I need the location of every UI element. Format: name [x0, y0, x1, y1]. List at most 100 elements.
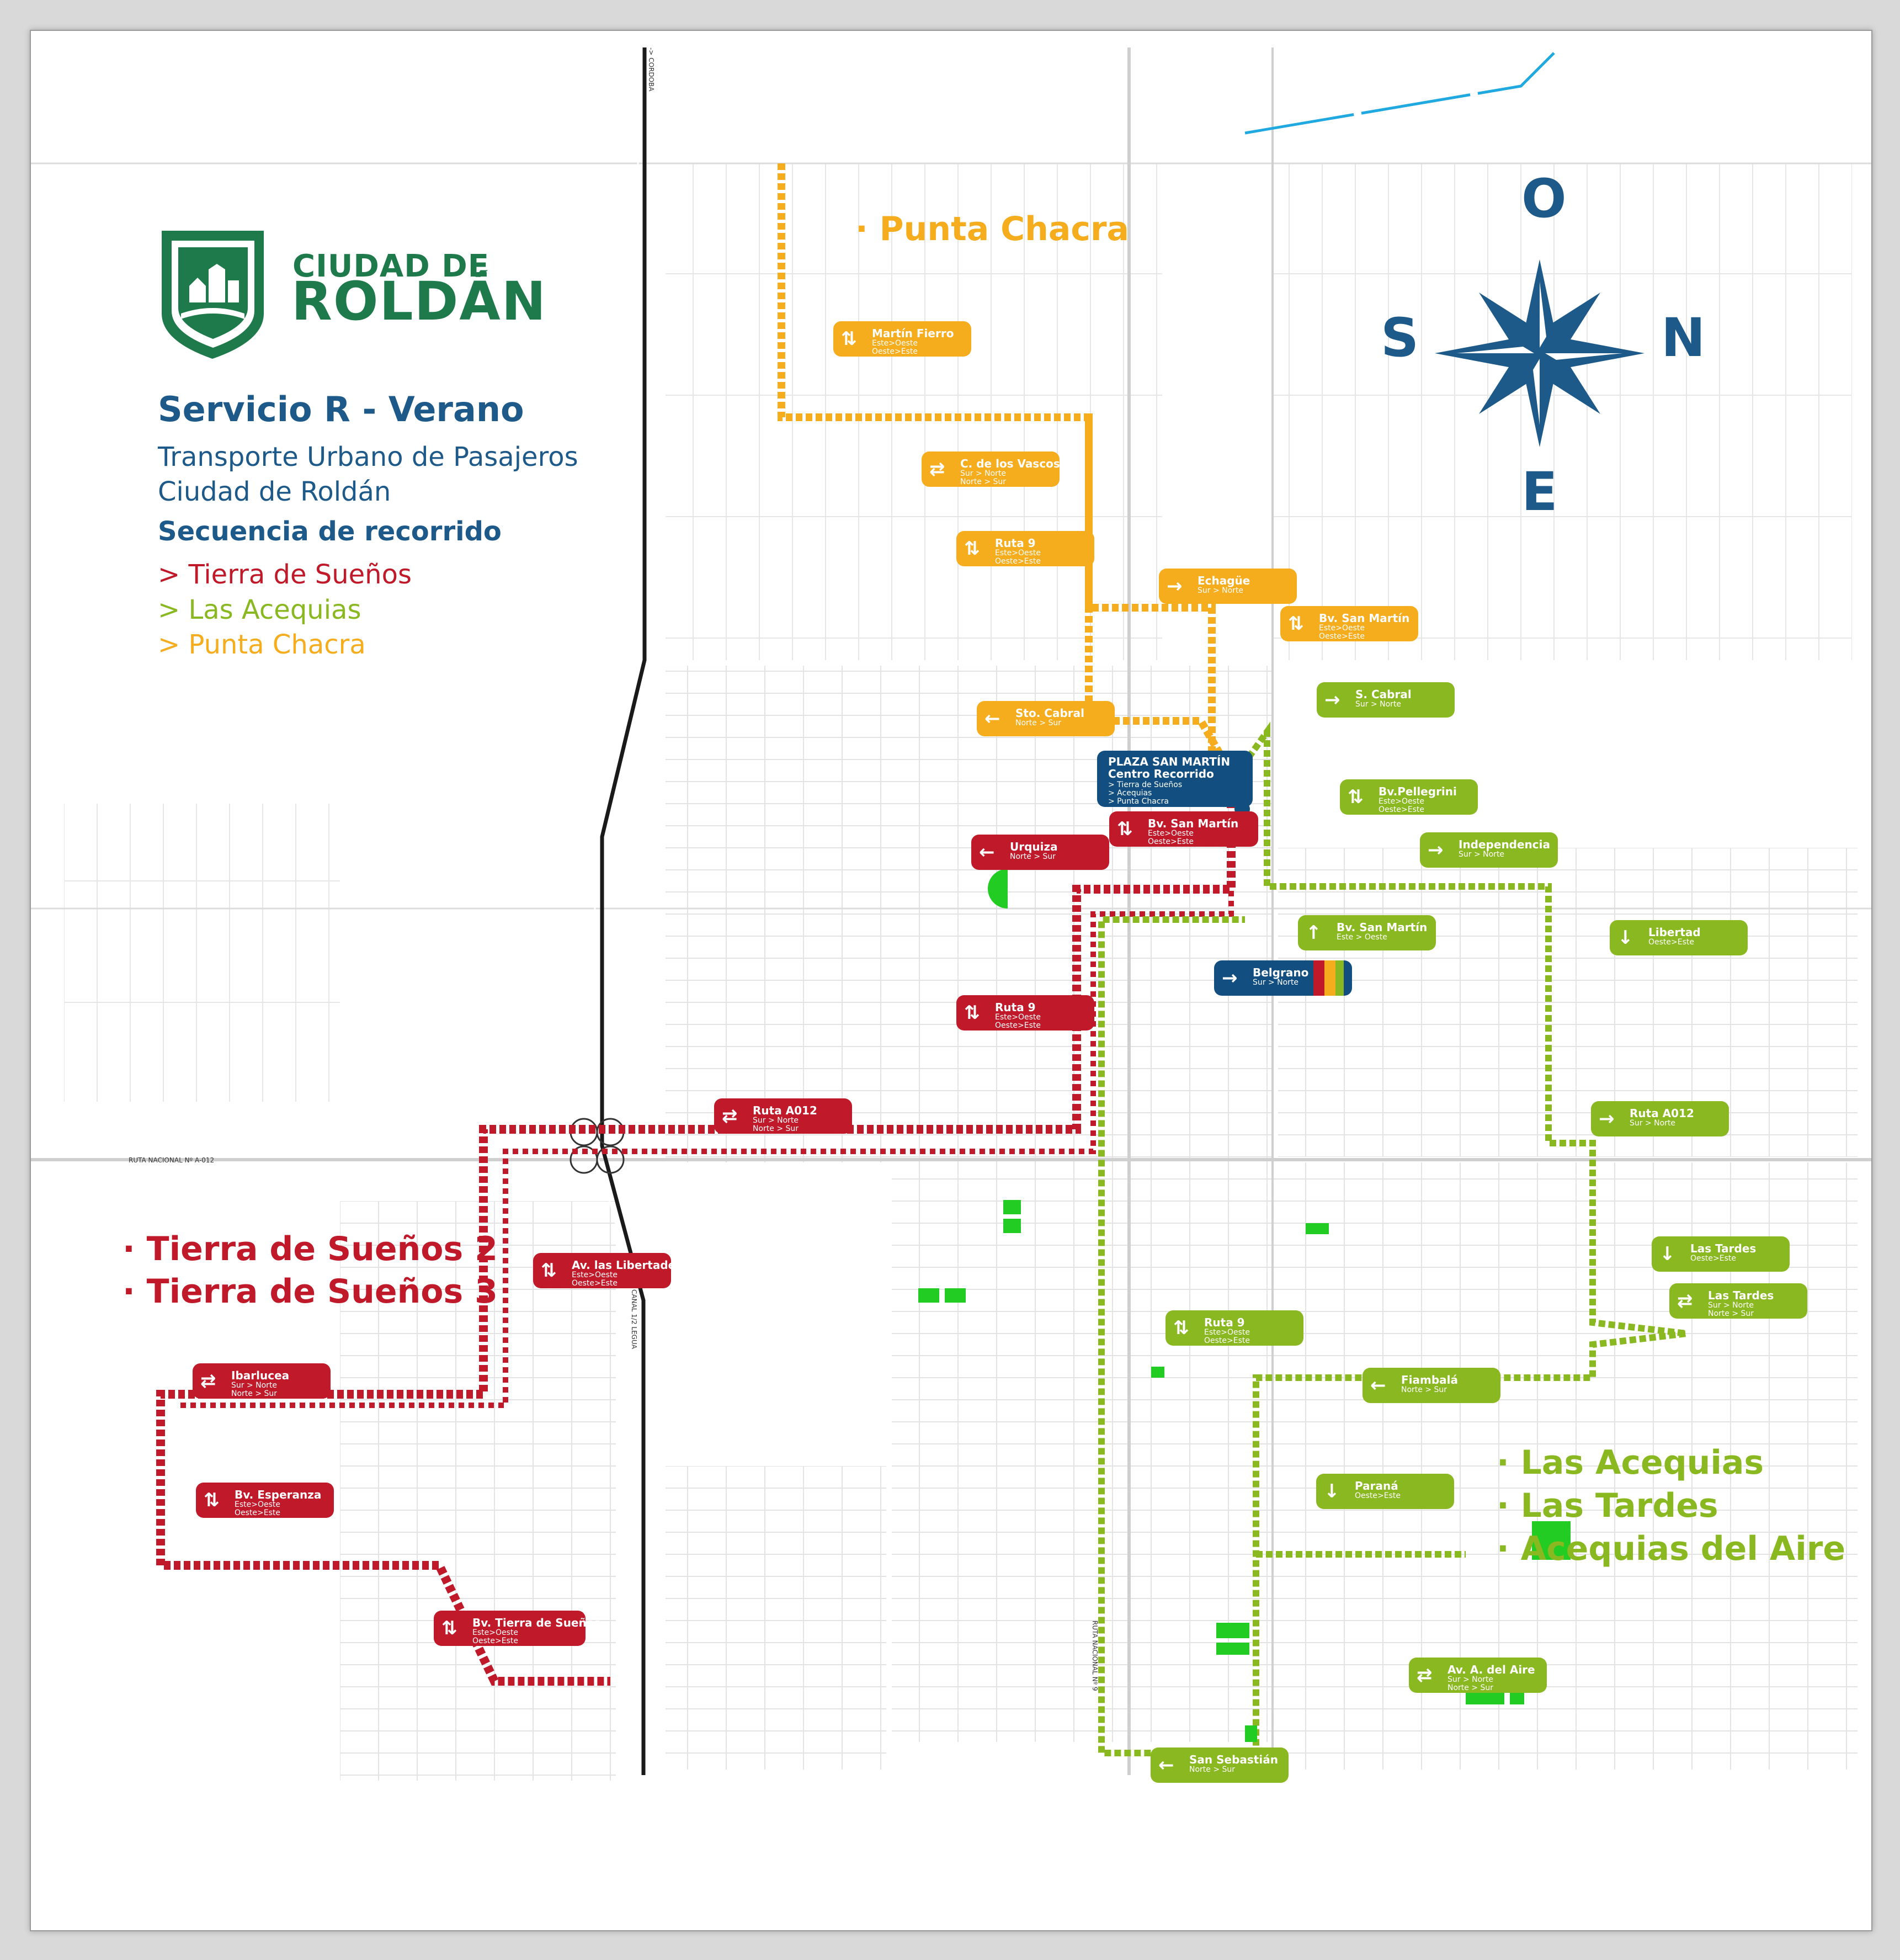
stop-name: Ibarlucea [231, 1369, 290, 1382]
compass-right-label: N [1661, 307, 1706, 369]
right-arrow-icon: → [1599, 1108, 1615, 1130]
stop-las-tardes-2[interactable]: ⇄ Las Tardes Sur > Norte Norte > Sur [1669, 1283, 1807, 1319]
stop-name: Ruta A012 [1630, 1107, 1694, 1120]
stop-name: Independencia [1459, 838, 1551, 851]
stop-direction: Oeste>Este [1690, 1254, 1737, 1263]
compass-left-label: S [1381, 307, 1419, 369]
stop-ruta-a012-green[interactable]: → Ruta A012 Sur > Norte [1591, 1101, 1729, 1136]
stop-name: Fiambalá [1401, 1373, 1459, 1387]
right-arrow-icon: → [1222, 967, 1238, 989]
stop-bv-tierra-de-suenos[interactable]: ⇅ Bv. Tierra de Sueños Este>Oeste Oeste>… [434, 1611, 600, 1646]
stop-direction: Norte > Sur [1010, 852, 1056, 861]
stop-direction: Este>Oeste Oeste>Este [872, 339, 918, 356]
stop-parana[interactable]: ↓ Paraná Oeste>Este [1316, 1474, 1454, 1509]
stop-name: San Sebastián [1189, 1753, 1278, 1766]
stop-direction: Sur > Norte [1198, 586, 1244, 595]
stop-name: Urquiza [1010, 840, 1058, 853]
road-label-ruta9: RUTA NACIONAL Nº 9 [1091, 1621, 1099, 1691]
stop-martin-fierro[interactable]: ⇅ Martín Fierro Este>Oeste Oeste>Este [833, 321, 971, 357]
compass-bottom-label: E [1521, 461, 1558, 523]
stop-s-cabral[interactable]: → S. Cabral Sur > Norte [1317, 682, 1455, 718]
stop-las-tardes-1[interactable]: ↓ Las Tardes Oeste>Este [1652, 1236, 1790, 1272]
stop-direction: Norte > Sur [1189, 1765, 1236, 1774]
stop-fiambala[interactable]: ← Fiambalá Norte > Sur [1363, 1368, 1500, 1403]
stop-echague[interactable]: → Echagüe Sur > Norte [1159, 569, 1297, 604]
bidirectional-horizontal-arrow-icon: ⇄ [1677, 1290, 1693, 1312]
plaza-subtitle: Centro Recorrido [1108, 767, 1214, 780]
bidirectional-vertical-arrow-icon: ⇅ [1348, 786, 1364, 808]
compass-rose-icon [1435, 259, 1644, 447]
area-label-tierra-2: · Tierra de Sueños 2 [123, 1230, 498, 1268]
stop-name: Bv.Pellegrini [1379, 785, 1457, 798]
service-subtitle-1: Transporte Urbano de Pasajeros [158, 442, 578, 472]
right-arrow-icon: → [1324, 689, 1340, 711]
stop-san-sebastian[interactable]: ← San Sebastián Norte > Sur [1151, 1747, 1289, 1783]
stop-name: Bv. San Martín [1337, 921, 1428, 934]
stop-bv-san-martin-orange[interactable]: ⇅ Bv. San Martín Este>Oeste Oeste>Este [1280, 606, 1418, 641]
plaza-title: PLAZA SAN MARTÍN [1108, 755, 1231, 768]
left-arrow-icon: ← [979, 841, 995, 863]
stop-name: Ruta 9 [995, 537, 1036, 550]
bidirectional-horizontal-arrow-icon: ⇄ [929, 458, 945, 480]
stop-direction: Sur > Norte Norte > Sur [231, 1381, 278, 1398]
stop-ruta9-green[interactable]: ⇅ Ruta 9 Este>Oeste Oeste>Este [1165, 1310, 1303, 1346]
bidirectional-vertical-arrow-icon: ⇅ [1173, 1317, 1189, 1339]
stop-ruta9-orange[interactable]: ⇅ Ruta 9 Este>Oeste Oeste>Este [956, 531, 1094, 566]
stop-ruta9-red[interactable]: ⇅ Ruta 9 Este>Oeste Oeste>Este [956, 995, 1094, 1031]
stop-direction: Este>Oeste Oeste>Este [995, 1013, 1041, 1030]
left-arrow-icon: ← [1370, 1374, 1386, 1396]
stop-direction: Sur > Norte [1253, 978, 1299, 987]
sequence-item-tierra: > Tierra de Sueños [158, 559, 412, 590]
stop-independencia[interactable]: → Independencia Sur > Norte [1420, 832, 1558, 868]
plaza-san-martin-box[interactable]: PLAZA SAN MARTÍN Centro Recorrido > Tier… [1097, 751, 1253, 807]
stop-c-de-los-vascos[interactable]: ⇄ C. de los Vascos Sur > Norte Norte > S… [922, 452, 1060, 487]
bidirectional-horizontal-arrow-icon: ⇄ [722, 1105, 738, 1127]
stop-name: Belgrano [1253, 966, 1309, 979]
left-arrow-icon: ← [984, 708, 1000, 730]
stop-direction: Sur > Norte [1355, 700, 1402, 709]
bidirectional-vertical-arrow-icon: ⇅ [204, 1489, 220, 1511]
bidirectional-horizontal-arrow-icon: ⇄ [200, 1370, 216, 1392]
road-label-ruta-a012: RUTA NACIONAL Nº A-012 [129, 1156, 215, 1164]
stop-name: Libertad [1648, 926, 1701, 939]
stop-bv-esperanza[interactable]: ⇅ Bv. Esperanza Este>Oeste Oeste>Este [196, 1483, 334, 1518]
stop-bv-san-martin-green[interactable]: ↑ Bv. San Martín Este > Oeste [1298, 915, 1436, 950]
stop-sto-cabral[interactable]: ← Sto. Cabral Norte > Sur [977, 701, 1115, 736]
down-arrow-icon: ↓ [1617, 927, 1633, 949]
bidirectional-vertical-arrow-icon: ⇅ [964, 538, 980, 560]
stop-av-a-del-aire[interactable]: ⇄ Av. A. del Aire Sur > Norte Norte > Su… [1409, 1658, 1547, 1693]
stop-urquiza[interactable]: ← Urquiza Norte > Sur [971, 835, 1109, 870]
stop-bv-san-martin-red[interactable]: ⇅ Bv. San Martín Este>Oeste Oeste>Este [1109, 811, 1258, 847]
stop-name: C. de los Vascos [960, 457, 1060, 470]
logo-line1: CIUDAD DE [292, 248, 489, 284]
road-label-canal: CANAL 1/2 LEGUA [630, 1289, 638, 1349]
stop-bv-pellegrini[interactable]: ⇅ Bv.Pellegrini Este>Oeste Oeste>Este [1340, 779, 1478, 815]
parks [918, 869, 1571, 1742]
area-label-acequias: · Las Acequias [1497, 1443, 1764, 1482]
stop-name: Echagüe [1198, 574, 1250, 587]
stop-ibarlucea[interactable]: ⇄ Ibarlucea Sur > Norte Norte > Sur [193, 1363, 331, 1399]
stop-av-las-libertades[interactable]: ⇅ Av. las Libertades Este>Oeste Oeste>Es… [533, 1253, 682, 1288]
stop-name: Las Tardes [1708, 1289, 1774, 1302]
stop-direction: Sur > Norte [1630, 1119, 1676, 1128]
service-title: Servicio R - Verano [158, 389, 524, 429]
stop-name: Bv. San Martín [1319, 612, 1410, 625]
stop-ruta-a012-red[interactable]: ⇄ Ruta A012 Sur > Norte Norte > Sur [714, 1098, 852, 1134]
street-map [31, 47, 1871, 1781]
bidirectional-horizontal-arrow-icon: ⇄ [1417, 1664, 1433, 1686]
stop-name: Av. A. del Aire [1447, 1663, 1535, 1676]
road-label-cordoba: -> CORDOBA [647, 47, 655, 92]
stop-direction: Sur > Norte Norte > Sur [1708, 1301, 1754, 1318]
stop-name: S. Cabral [1355, 688, 1412, 701]
stop-libertad[interactable]: ↓ Libertad Oeste>Este [1610, 920, 1748, 955]
stop-belgrano[interactable]: → Belgrano Sur > Norte [1214, 960, 1352, 996]
area-label-punta-chacra: · Punta Chacra [855, 210, 1130, 248]
right-arrow-icon: → [1167, 575, 1183, 597]
bidirectional-vertical-arrow-icon: ⇅ [441, 1617, 457, 1639]
stop-direction: Sur > Norte [1459, 850, 1505, 859]
bidirectional-vertical-arrow-icon: ⇅ [1288, 613, 1304, 635]
area-label-aire: · Acequias del Aire [1497, 1529, 1846, 1568]
stop-name: Bv. San Martín [1148, 817, 1239, 830]
stop-direction: Sur > Norte Norte > Sur [960, 469, 1007, 486]
area-label-tardes: · Las Tardes [1497, 1486, 1718, 1525]
